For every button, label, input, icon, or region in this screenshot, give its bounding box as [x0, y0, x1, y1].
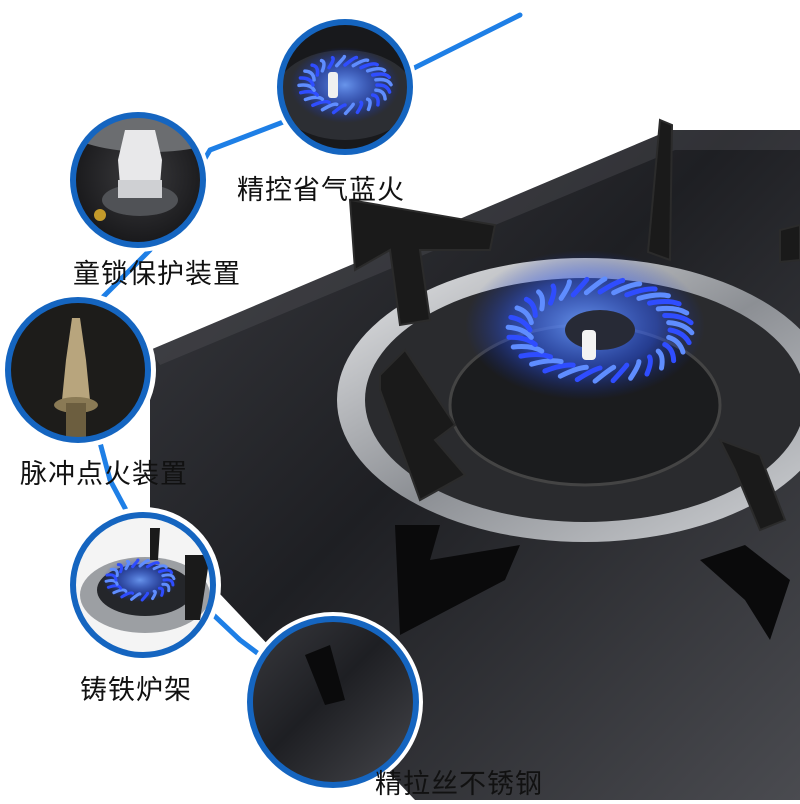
flame-tongue: [506, 334, 538, 348]
feature-label-child-lock: 童锁保护装置: [73, 259, 241, 290]
flame-tongue: [375, 83, 392, 94]
flame-tongue: [161, 573, 176, 581]
flame-tongue: [662, 312, 694, 326]
flame-tongue: [644, 354, 653, 377]
flame-tongue: [510, 344, 545, 354]
blue-flame-burner-closeup: [273, 15, 417, 159]
feature-label-pulse-igniter: 脉冲点火装置: [20, 459, 188, 490]
flame-tongue: [359, 62, 379, 70]
flame-tongue: [343, 102, 356, 116]
flame-tongue: [636, 292, 671, 301]
flame-tongue: [574, 365, 603, 383]
flame-tongue: [145, 560, 160, 569]
child-lock-knob-closeup: [66, 108, 210, 252]
flame-tongue: [355, 100, 364, 115]
flame-tongue: [570, 276, 590, 298]
flame-tongue: [374, 88, 387, 101]
flame-tongue: [370, 72, 392, 80]
cast-iron-grate-closeup: [65, 507, 221, 663]
flame-tongue: [624, 286, 658, 298]
flame-tongue: [365, 97, 372, 112]
feature-label-stainless-steel: 精拉丝不锈钢: [375, 769, 543, 800]
flame-tongue: [310, 63, 320, 77]
flame-tongue: [297, 83, 316, 92]
flame-tongue: [611, 281, 643, 296]
flame-tongue: [157, 568, 174, 575]
flame-tongue: [628, 359, 642, 381]
flame-tongue: [138, 558, 150, 568]
flame-tongue: [303, 95, 325, 102]
flame-tongue: [140, 591, 150, 602]
flame-tongue: [666, 334, 686, 355]
flame-tongue: [116, 563, 124, 574]
flame-tongue: [152, 564, 168, 571]
flame-tongue: [518, 351, 554, 360]
flame-tongue: [120, 591, 135, 599]
flame-tongue: [662, 342, 677, 364]
flame-tongue: [655, 305, 690, 316]
flame-tongue: [298, 89, 320, 97]
flame-tongue: [542, 362, 576, 374]
flame-tongue: [505, 324, 534, 340]
flame-tongue: [327, 55, 335, 70]
flame-tongue: [557, 364, 589, 379]
flame-tongue: [124, 559, 131, 571]
flame-tongue: [370, 93, 380, 107]
grate-reflection: [395, 525, 520, 635]
flame-tongue: [331, 103, 347, 115]
flame-tongue: [646, 299, 682, 307]
flame-tongue: [303, 69, 316, 82]
flame-tongue: [319, 58, 326, 73]
flame-tongue: [343, 55, 359, 67]
flame-tongue: [106, 584, 123, 590]
flame-tongue: [655, 348, 665, 371]
flame-tongue: [365, 66, 387, 73]
flame-tongue: [597, 277, 626, 295]
flame-tongue: [529, 358, 564, 367]
flame-tongue: [548, 283, 557, 306]
flame-tongue: [536, 289, 545, 312]
flame-tongue: [298, 76, 315, 87]
flame-tongue: [109, 567, 119, 578]
flame-tongue: [667, 327, 692, 346]
flame-tongue: [666, 320, 695, 336]
flame-tongue: [334, 54, 347, 68]
flame-tongue: [151, 589, 157, 601]
flame-tongue: [592, 364, 617, 384]
flame-tongue: [104, 579, 119, 586]
flame-tongue: [320, 102, 339, 112]
flame-tongue: [162, 578, 175, 587]
flame-tongue: [105, 573, 118, 582]
flame-tongue: [311, 99, 331, 108]
flame-tongue: [161, 582, 171, 593]
flame-tongue: [351, 58, 370, 68]
flame-tongue: [523, 296, 538, 318]
feature-label-cast-iron: 铸铁炉架: [80, 675, 192, 706]
flame-tongue: [157, 586, 165, 597]
pulse-igniter-needle-closeup: [0, 292, 156, 448]
flame-tongue: [610, 362, 630, 384]
flame-tongue: [558, 279, 572, 301]
flame-tongue: [112, 588, 128, 595]
flame-tongue: [514, 305, 534, 326]
flame-tongue: [130, 592, 142, 601]
flame-tongue: [374, 77, 393, 87]
burner-assembly: [337, 250, 800, 542]
cast-iron-grate: [348, 118, 800, 532]
flame-tongue: [508, 314, 533, 333]
flame-tongue: [131, 558, 140, 569]
brushed-stainless-steel-closeup: [243, 612, 423, 792]
flame-tongue: [583, 276, 608, 296]
feature-label-blue-flame: 精控省气蓝火: [237, 175, 405, 206]
